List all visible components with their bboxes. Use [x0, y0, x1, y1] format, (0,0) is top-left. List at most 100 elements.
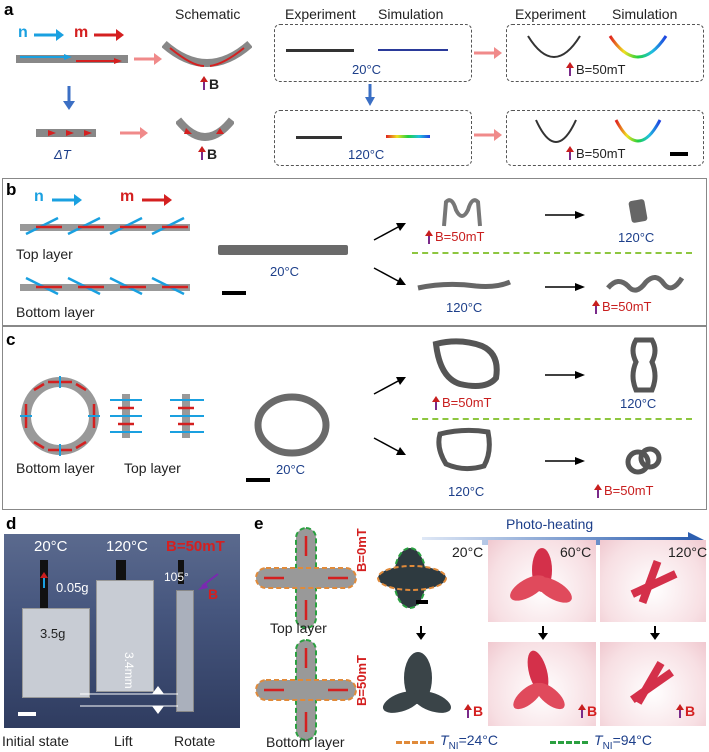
top-layer-label: Top layer: [16, 246, 73, 262]
b0-label: B=0mT: [354, 528, 369, 572]
right-arrow-icon: [545, 211, 585, 219]
b-field-value-d: B=50mT: [166, 538, 225, 555]
b-label-d: B: [208, 586, 219, 602]
scale-bar: [416, 600, 428, 604]
temp-120c-d: 120°C: [106, 538, 148, 555]
b-field-arrow-icon: [566, 146, 574, 160]
top-layer-label: Top layer: [270, 620, 327, 636]
b-label-e: B: [587, 703, 598, 719]
bottom-layer-schematic: [20, 276, 190, 296]
b-field-value: B=50mT: [576, 62, 626, 77]
weight-block-rotated: [176, 590, 194, 712]
angle-label: 105°: [164, 570, 189, 584]
weight-block-initial: [22, 608, 90, 698]
propeller-photo-20c: [372, 540, 482, 622]
schematic-title: Schematic: [175, 6, 241, 22]
experiment-strip-heated: [296, 136, 342, 139]
wavy-strip-photo: [606, 275, 684, 293]
down-arrow-icon: [538, 626, 548, 640]
b-field-arrow-icon: [425, 230, 433, 244]
scale-bar: [670, 152, 688, 156]
temp-20c: 20°C: [270, 264, 300, 279]
scale-bar: [222, 291, 246, 295]
ring-bottom-layer-schematic: [20, 376, 100, 456]
legend-tni94-subscript: NI: [602, 740, 613, 752]
experiment-strip-heated-bent: [535, 119, 577, 143]
weight-large-label: 3.5g: [40, 626, 66, 641]
strip-photo-20c: [218, 245, 348, 255]
b-field-arrow-icon: [566, 62, 574, 76]
panel-label-b: b: [6, 180, 17, 199]
b-field-label: B: [209, 76, 220, 92]
pinched-ring-photo: [630, 337, 658, 393]
curled-strip-photo: [417, 279, 511, 291]
weight-small-label: 0.05g: [56, 580, 89, 595]
scale-bar: [18, 712, 36, 716]
pink-arrow-icon: [134, 53, 162, 65]
temp-120c-e: 120°C: [668, 544, 708, 560]
b-field-arrow-icon: [432, 396, 440, 410]
simulation-strip-heated: [386, 135, 430, 138]
branch-arrow-up-icon: [373, 223, 406, 241]
temp-120c: 120°C: [348, 147, 385, 162]
propeller-photo-120c-b50: [600, 642, 706, 726]
temp-20c-d: 20°C: [34, 538, 68, 555]
temp-120c: 120°C: [448, 484, 485, 499]
propeller-photo-60c-b50: [488, 642, 596, 726]
initial-state-label: Initial state: [2, 733, 69, 749]
b-field-arrow-icon: [198, 146, 206, 160]
m-label: m: [120, 188, 135, 205]
b-field-value: B=50mT: [442, 395, 492, 410]
bottom-layer-label: Bottom layer: [16, 304, 95, 320]
legend-dash-tni24: [396, 741, 434, 744]
schematic-strip-heated-bent: [176, 117, 234, 141]
result-box-b50-120c: [506, 110, 704, 166]
b-label-e: B: [685, 703, 696, 719]
result-box-120c: [274, 110, 472, 166]
m-label: m: [74, 24, 89, 41]
schematic-strip-heated: [36, 129, 96, 137]
b-field-label: B: [207, 146, 218, 162]
panel-c-frame: [2, 326, 707, 510]
b-field-value: B=50mT: [576, 146, 626, 161]
cross-top-layer-schematic: [255, 527, 357, 629]
blue-down-arrow-icon: [63, 86, 75, 110]
distance-marker: [80, 686, 178, 714]
legend-dash-tni94: [550, 741, 588, 744]
temp-20c-e: 20°C: [452, 544, 484, 560]
simulation-strip-bent: [608, 35, 668, 59]
n-arrow-icon: [52, 194, 82, 206]
branch-arrow-up-icon: [373, 377, 406, 395]
b-field-arrow-icon: [464, 704, 472, 718]
experiment-title: Experiment: [515, 6, 586, 22]
branch-arrow-down-icon: [373, 437, 406, 455]
b-field-arrow-icon: [592, 300, 600, 314]
distorted-ring-photo: [436, 427, 492, 472]
down-arrow-icon: [416, 626, 426, 640]
legend-tni24: TNI=24°C: [440, 732, 498, 752]
b-field-value: B=50mT: [604, 483, 654, 498]
temp-120c: 120°C: [446, 300, 483, 315]
legend-tni94-value: =94°C: [612, 732, 653, 748]
right-arrow-icon: [545, 371, 585, 379]
m-arrow-icon: [94, 29, 124, 41]
legend-tni24-symbol: T: [440, 732, 449, 748]
b-field-value: B=50mT: [435, 229, 485, 244]
m-arrow-icon: [142, 194, 172, 206]
temp-20c: 20°C: [276, 462, 306, 477]
lift-label: Lift: [114, 733, 133, 749]
panel-label-c: c: [6, 330, 16, 349]
folded-ring-photo: [432, 338, 500, 389]
propeller-photo-120c: [600, 540, 706, 622]
b-field-arrow-icon: [594, 484, 602, 498]
temp-20c: 20°C: [352, 62, 382, 77]
panel-b-frame: [2, 178, 707, 326]
branch-arrow-down-icon: [373, 267, 406, 285]
b-label-e: B: [473, 703, 484, 719]
ring-photo-20c: [254, 393, 330, 457]
bottom-layer-label: Bottom layer: [16, 460, 95, 476]
lift-distance-label: 3.4mm: [122, 652, 136, 689]
pink-arrow-icon: [474, 47, 502, 59]
legend-tni24-value: =24°C: [458, 732, 499, 748]
cross-bottom-layer-schematic: [255, 639, 357, 741]
